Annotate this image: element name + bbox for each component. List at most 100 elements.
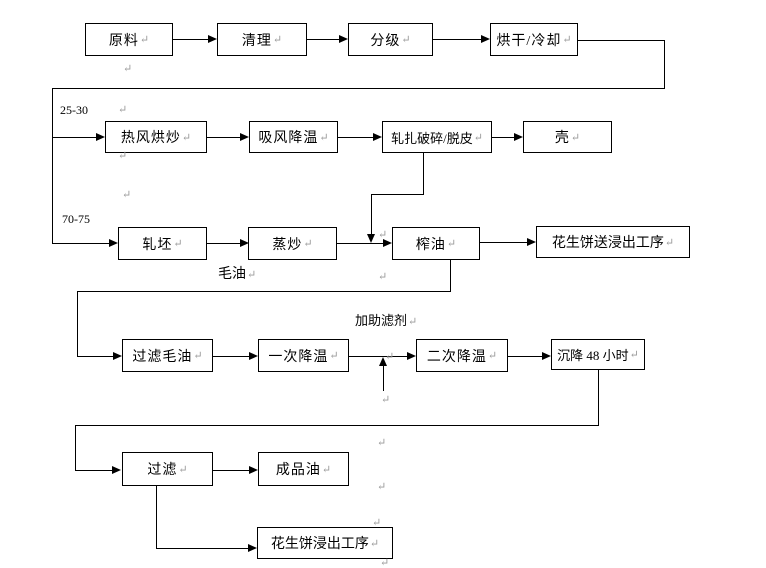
connector-line [52, 243, 109, 244]
connector-line [52, 88, 665, 89]
connector-line [371, 194, 424, 195]
node-finished-oil: 成品油↵ [258, 452, 349, 486]
arrowhead-right-icon [249, 466, 258, 474]
paragraph-mark-icon: ↵ [118, 150, 128, 162]
paragraph-mark-icon: ↵ [378, 271, 388, 283]
node-label: 清理 [241, 33, 272, 49]
paragraph-mark-icon: ↵ [664, 236, 675, 249]
connector-line [450, 260, 451, 291]
node-cleaning: 清理↵ [217, 23, 307, 56]
connector-line [433, 39, 482, 40]
paragraph-mark-icon: ↵ [329, 350, 339, 362]
node-label: 轧扎破碎/脱皮 [391, 130, 473, 146]
arrowhead-right-icon [514, 133, 523, 141]
node-label: 蒸炒 [272, 237, 303, 253]
node-filtering: 过滤↵ [122, 452, 213, 486]
paragraph-mark-icon: ↵ [401, 34, 411, 46]
connector-line [213, 470, 250, 471]
node-label: 二次降温 [426, 349, 487, 365]
arrowhead-right-icon [240, 239, 249, 247]
paragraph-mark-icon: ↵ [473, 131, 483, 144]
paragraph-mark-icon: ↵ [193, 350, 203, 362]
connector-line [207, 243, 241, 244]
connector-line [598, 370, 599, 425]
arrowhead-right-icon [112, 466, 121, 474]
paragraph-mark-icon: ↵ [321, 463, 332, 476]
arrowhead-right-icon [527, 238, 536, 246]
connector-line [156, 548, 249, 549]
paragraph-mark-icon: ↵ [372, 517, 382, 529]
connector-line [508, 356, 543, 357]
connector-line [77, 291, 451, 292]
node-label: 榨油 [415, 237, 446, 253]
arrowhead-right-icon [96, 133, 105, 141]
paragraph-mark-icon: ↵ [381, 394, 391, 406]
arrowhead-right-icon [240, 133, 249, 141]
arrowhead-right-icon [109, 239, 118, 247]
paragraph-mark-icon: ↵ [272, 34, 283, 46]
paragraph-mark-icon: ↵ [123, 63, 133, 75]
node-label: 吸风降温 [258, 131, 319, 146]
paragraph-mark-icon: ↵ [562, 34, 572, 46]
paragraph-mark-icon: ↵ [369, 537, 380, 550]
arrowhead-right-icon [113, 352, 122, 360]
paragraph-mark-icon: ↵ [380, 557, 390, 568]
connector-line [52, 137, 96, 138]
paragraph-mark-icon: ↵ [629, 349, 639, 361]
node-oil-pressing: 榨油↵ [392, 227, 480, 260]
node-settling-48-hours: 沉降 48 小时↵ [551, 339, 645, 370]
connector-line [156, 485, 157, 548]
node-shell: 壳↵ [523, 121, 612, 153]
paragraph-mark-icon: ↵ [408, 316, 418, 328]
arrowhead-right-icon [407, 352, 416, 360]
node-label: 原料 [108, 33, 139, 49]
paragraph-mark-icon: ↵ [181, 131, 192, 144]
node-label: 一次降温 [268, 349, 329, 365]
node-label: 过滤毛油 [132, 349, 193, 365]
connector-line [77, 291, 78, 356]
connector-line [77, 356, 114, 357]
paragraph-mark-icon: ↵ [118, 104, 128, 116]
connector-line [307, 39, 340, 40]
paragraph-mark-icon: ↵ [378, 229, 388, 241]
node-label: 分级 [370, 33, 401, 49]
arrowhead-right-icon [542, 352, 551, 360]
connector-line [423, 153, 424, 195]
arrowhead-right-icon [249, 352, 258, 360]
connector-line [349, 356, 408, 357]
node-label: 过滤 [147, 463, 178, 478]
arrowhead-right-icon [373, 133, 382, 141]
connector-line [75, 470, 113, 471]
paragraph-mark-icon: ↵ [122, 189, 132, 201]
node-peanut-cake-to-extraction: 花生饼送浸出工序↵ [536, 226, 690, 258]
paragraph-mark-icon: ↵ [385, 351, 395, 363]
label-temperature-70-75: 70-75 [62, 212, 90, 226]
connector-line [75, 425, 76, 470]
arrowhead-right-icon [339, 35, 348, 43]
paragraph-mark-icon: ↵ [303, 238, 313, 250]
node-drying-cooling: 烘干/冷却↵ [490, 23, 578, 56]
connector-line [338, 137, 374, 138]
node-label: 轧坯 [142, 237, 173, 253]
node-crushing-peeling: 轧扎破碎/脱皮↵ [382, 121, 492, 153]
node-grading: 分级↵ [348, 23, 433, 56]
paragraph-mark-icon: ↵ [178, 463, 188, 476]
connector-line [578, 40, 665, 41]
node-filter-crude-oil: 过滤毛油↵ [122, 339, 213, 372]
node-label: 花生饼浸出工序 [270, 537, 369, 552]
node-steaming-frying: 蒸炒↵ [248, 227, 337, 260]
paragraph-mark-icon: ↵ [319, 131, 329, 144]
paragraph-mark-icon: ↵ [446, 238, 457, 250]
node-second-cooling: 二次降温↵ [416, 339, 508, 372]
arrowhead-down-icon [367, 234, 375, 243]
arrowhead-right-icon [208, 35, 217, 43]
node-suction-cooling: 吸风降温↵ [249, 121, 338, 153]
connector-line [52, 88, 53, 244]
connector-line [173, 39, 209, 40]
node-label: 花生饼送浸出工序 [551, 236, 664, 251]
node-flaking: 轧坯↵ [118, 227, 207, 260]
label-crude-oil: 毛油↵ [218, 267, 257, 282]
node-label: 成品油 [275, 463, 321, 478]
paragraph-mark-icon: ↵ [487, 350, 498, 362]
